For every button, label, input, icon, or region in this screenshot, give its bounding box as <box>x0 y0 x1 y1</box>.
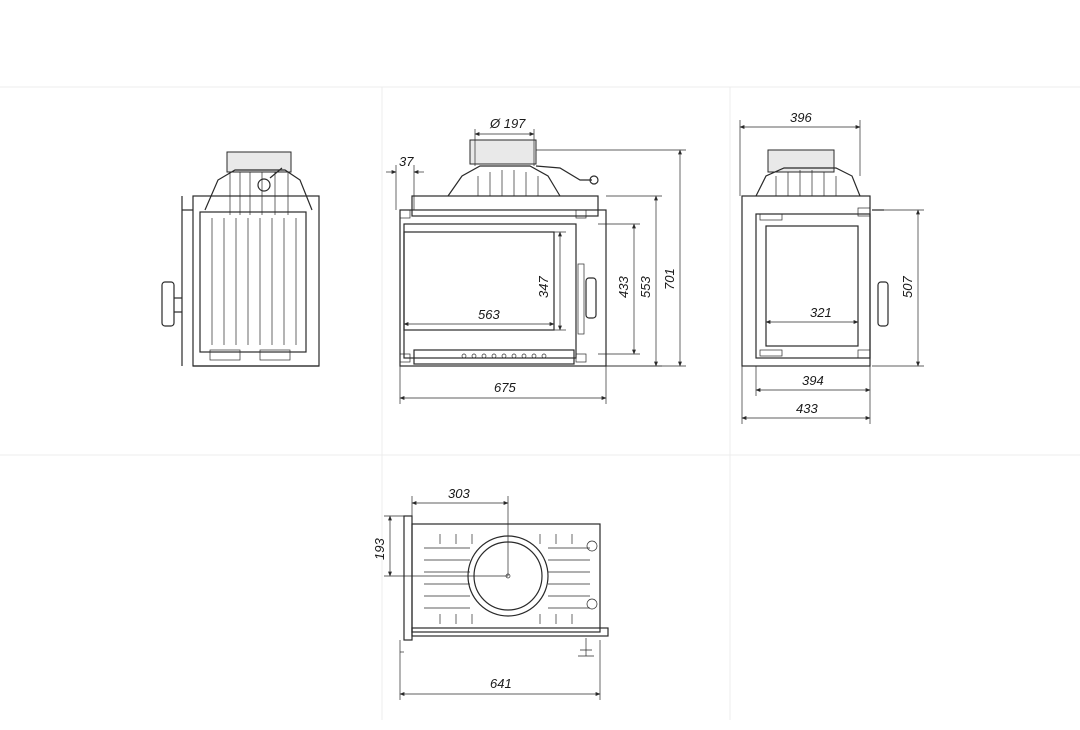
dim-flue-diameter: Ø 197 <box>489 116 526 131</box>
dim-top-flue-offset-y: 193 <box>372 538 387 560</box>
dim-side-top-width: 396 <box>790 110 812 125</box>
dim-top-total-width: 641 <box>490 676 512 691</box>
dim-glass-height: 347 <box>536 276 551 298</box>
front-view: Ø 197 37 347 433 553 701 563 675 <box>386 116 686 404</box>
dim-side-total-width: 433 <box>796 401 818 416</box>
grid-guides <box>0 86 1080 720</box>
dim-door-height: 433 <box>616 276 631 298</box>
dim-glass-width: 563 <box>478 307 500 322</box>
dim-side-door-width: 394 <box>802 373 824 388</box>
side-view-right: 396 507 321 394 433 <box>739 110 924 424</box>
top-view: 303 193 641 <box>372 486 609 700</box>
side-view-left <box>161 151 320 367</box>
dim-side-glass-width: 321 <box>810 305 832 320</box>
dim-offset-37: 37 <box>399 154 414 169</box>
dim-top-flue-offset-x: 303 <box>448 486 470 501</box>
dim-total-width: 675 <box>494 380 516 395</box>
dim-side-height: 507 <box>900 276 915 298</box>
dim-total-height: 701 <box>662 268 677 290</box>
dim-body-height: 553 <box>638 276 653 298</box>
